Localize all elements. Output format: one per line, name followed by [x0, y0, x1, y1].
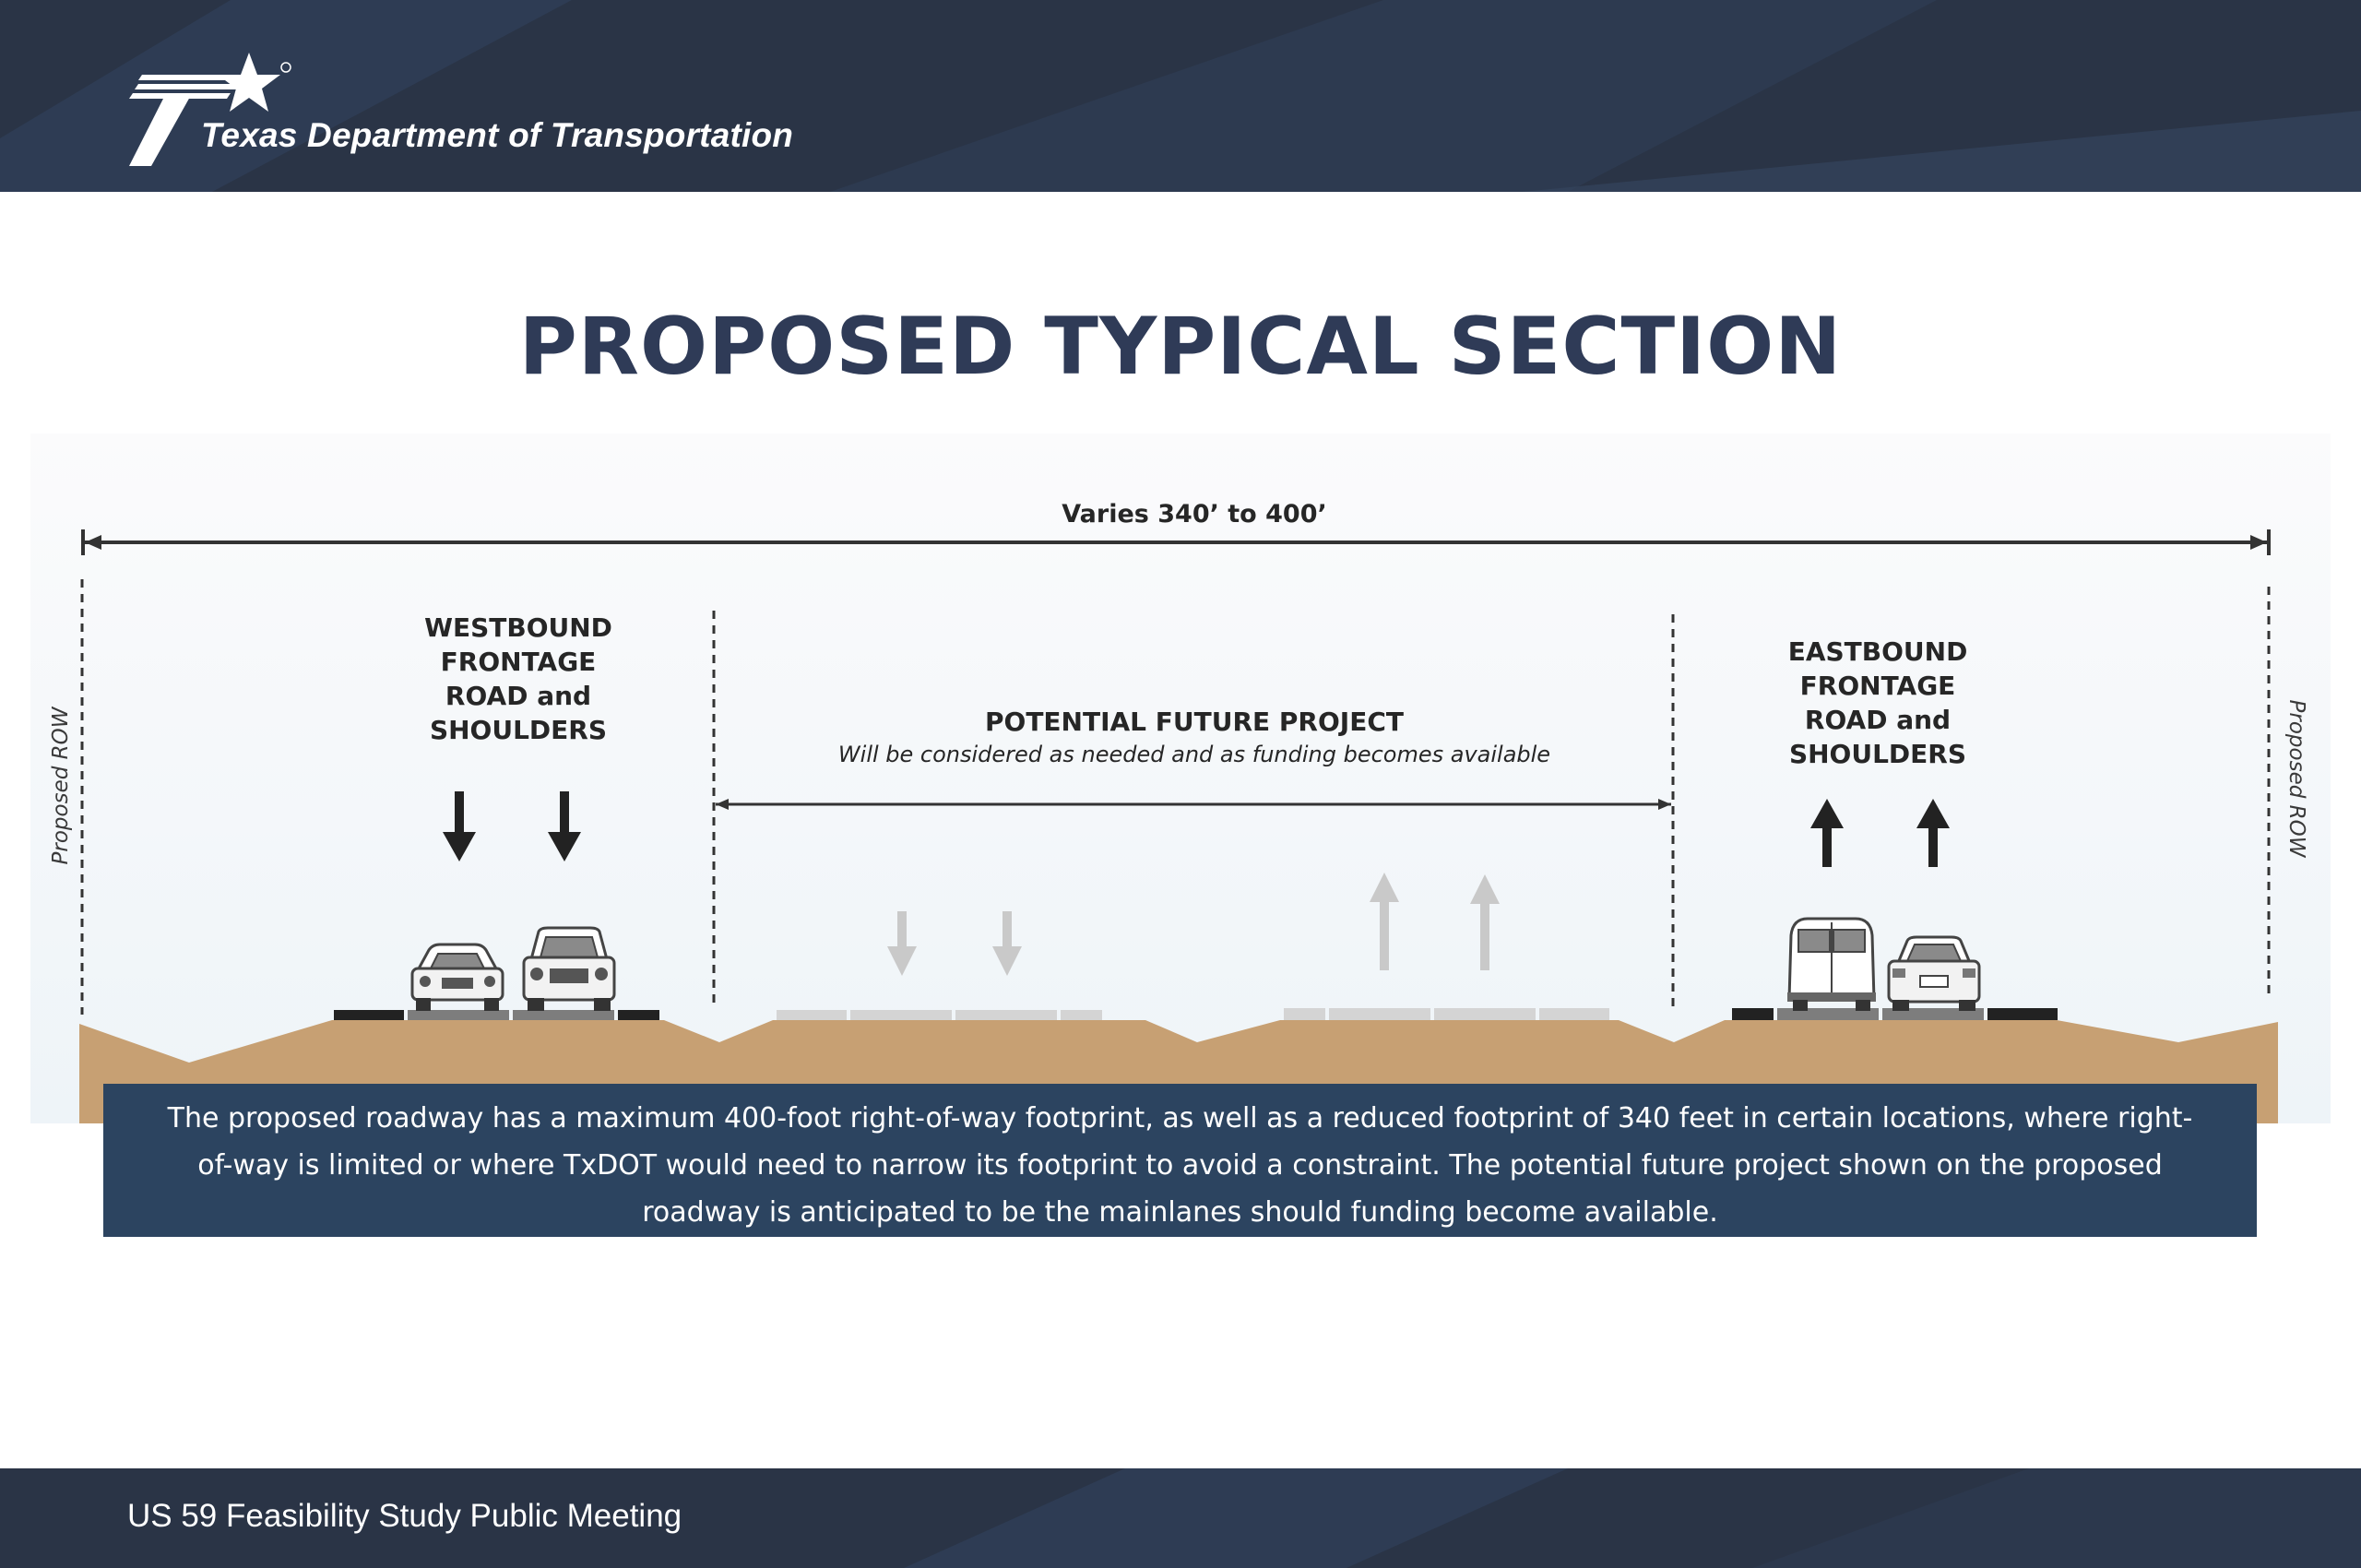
footer-meeting-title: US 59 Feasibility Study Public Meeting [127, 1498, 682, 1534]
overall-dimension-line [81, 529, 2271, 555]
future-down-arrow-icon [887, 911, 917, 976]
westbound-label-line2: FRONTAGE [440, 647, 597, 677]
westbound-car-icon [410, 943, 504, 1011]
footer-background-swoosh [904, 1468, 2361, 1568]
eastbound-label: EASTBOUND FRONTAGE ROAD and SHOULDERS [1739, 635, 2016, 771]
eastbound-label-line2: FRONTAGE [1799, 671, 1956, 701]
westbound-label: WESTBOUND FRONTAGE ROAD and SHOULDERS [380, 611, 657, 747]
westbound-down-arrow-icon [548, 791, 581, 861]
eastbound-label-line4: SHOULDERS [1788, 739, 1967, 769]
future-up-arrow-icon [1470, 874, 1500, 970]
future-project-dimension-line [716, 799, 1671, 810]
agency-name: Texas Department of Transportation [201, 116, 794, 154]
overall-dimension-label: Varies 340’ to 400’ [1062, 500, 1327, 529]
future-westbound-pavement [777, 1010, 1102, 1020]
westbound-label-line3: ROAD and [445, 681, 592, 711]
row-label-right: Proposed ROW [2284, 699, 2308, 858]
future-down-arrow-icon [992, 911, 1022, 976]
future-project-title: POTENTIAL FUTURE PROJECT [985, 707, 1404, 737]
westbound-suv-icon [522, 926, 616, 1011]
westbound-label-line1: WESTBOUND [424, 612, 612, 643]
westbound-pavement [334, 1010, 659, 1020]
future-project-subtitle: Will be considered as needed and as fund… [837, 742, 1551, 767]
eastbound-pavement [1732, 1008, 2058, 1020]
westbound-down-arrow-icon [443, 791, 476, 861]
page-title: PROPOSED TYPICAL SECTION [518, 301, 1843, 393]
eastbound-up-arrow-icon [1916, 799, 1950, 867]
eastbound-label-line1: EASTBOUND [1787, 636, 1968, 667]
header-band: Texas Department of Transportation [0, 0, 2361, 192]
westbound-label-line4: SHOULDERS [429, 715, 608, 745]
caption-text: The proposed roadway has a maximum 400-f… [167, 1102, 2193, 1229]
eastbound-car-icon [1887, 935, 1981, 1011]
future-eastbound-pavement [1284, 1008, 1609, 1020]
eastbound-label-line3: ROAD and [1804, 705, 1952, 735]
txdot-logo-icon [129, 53, 291, 166]
footer-band: US 59 Feasibility Study Public Meeting [0, 1468, 2361, 1568]
caption-box: The proposed roadway has a maximum 400-f… [103, 1084, 2257, 1237]
eastbound-up-arrow-icon [1810, 799, 1844, 867]
future-up-arrow-icon [1370, 873, 1399, 970]
row-label-left: Proposed ROW [49, 707, 73, 865]
eastbound-van-icon [1787, 917, 1876, 1011]
